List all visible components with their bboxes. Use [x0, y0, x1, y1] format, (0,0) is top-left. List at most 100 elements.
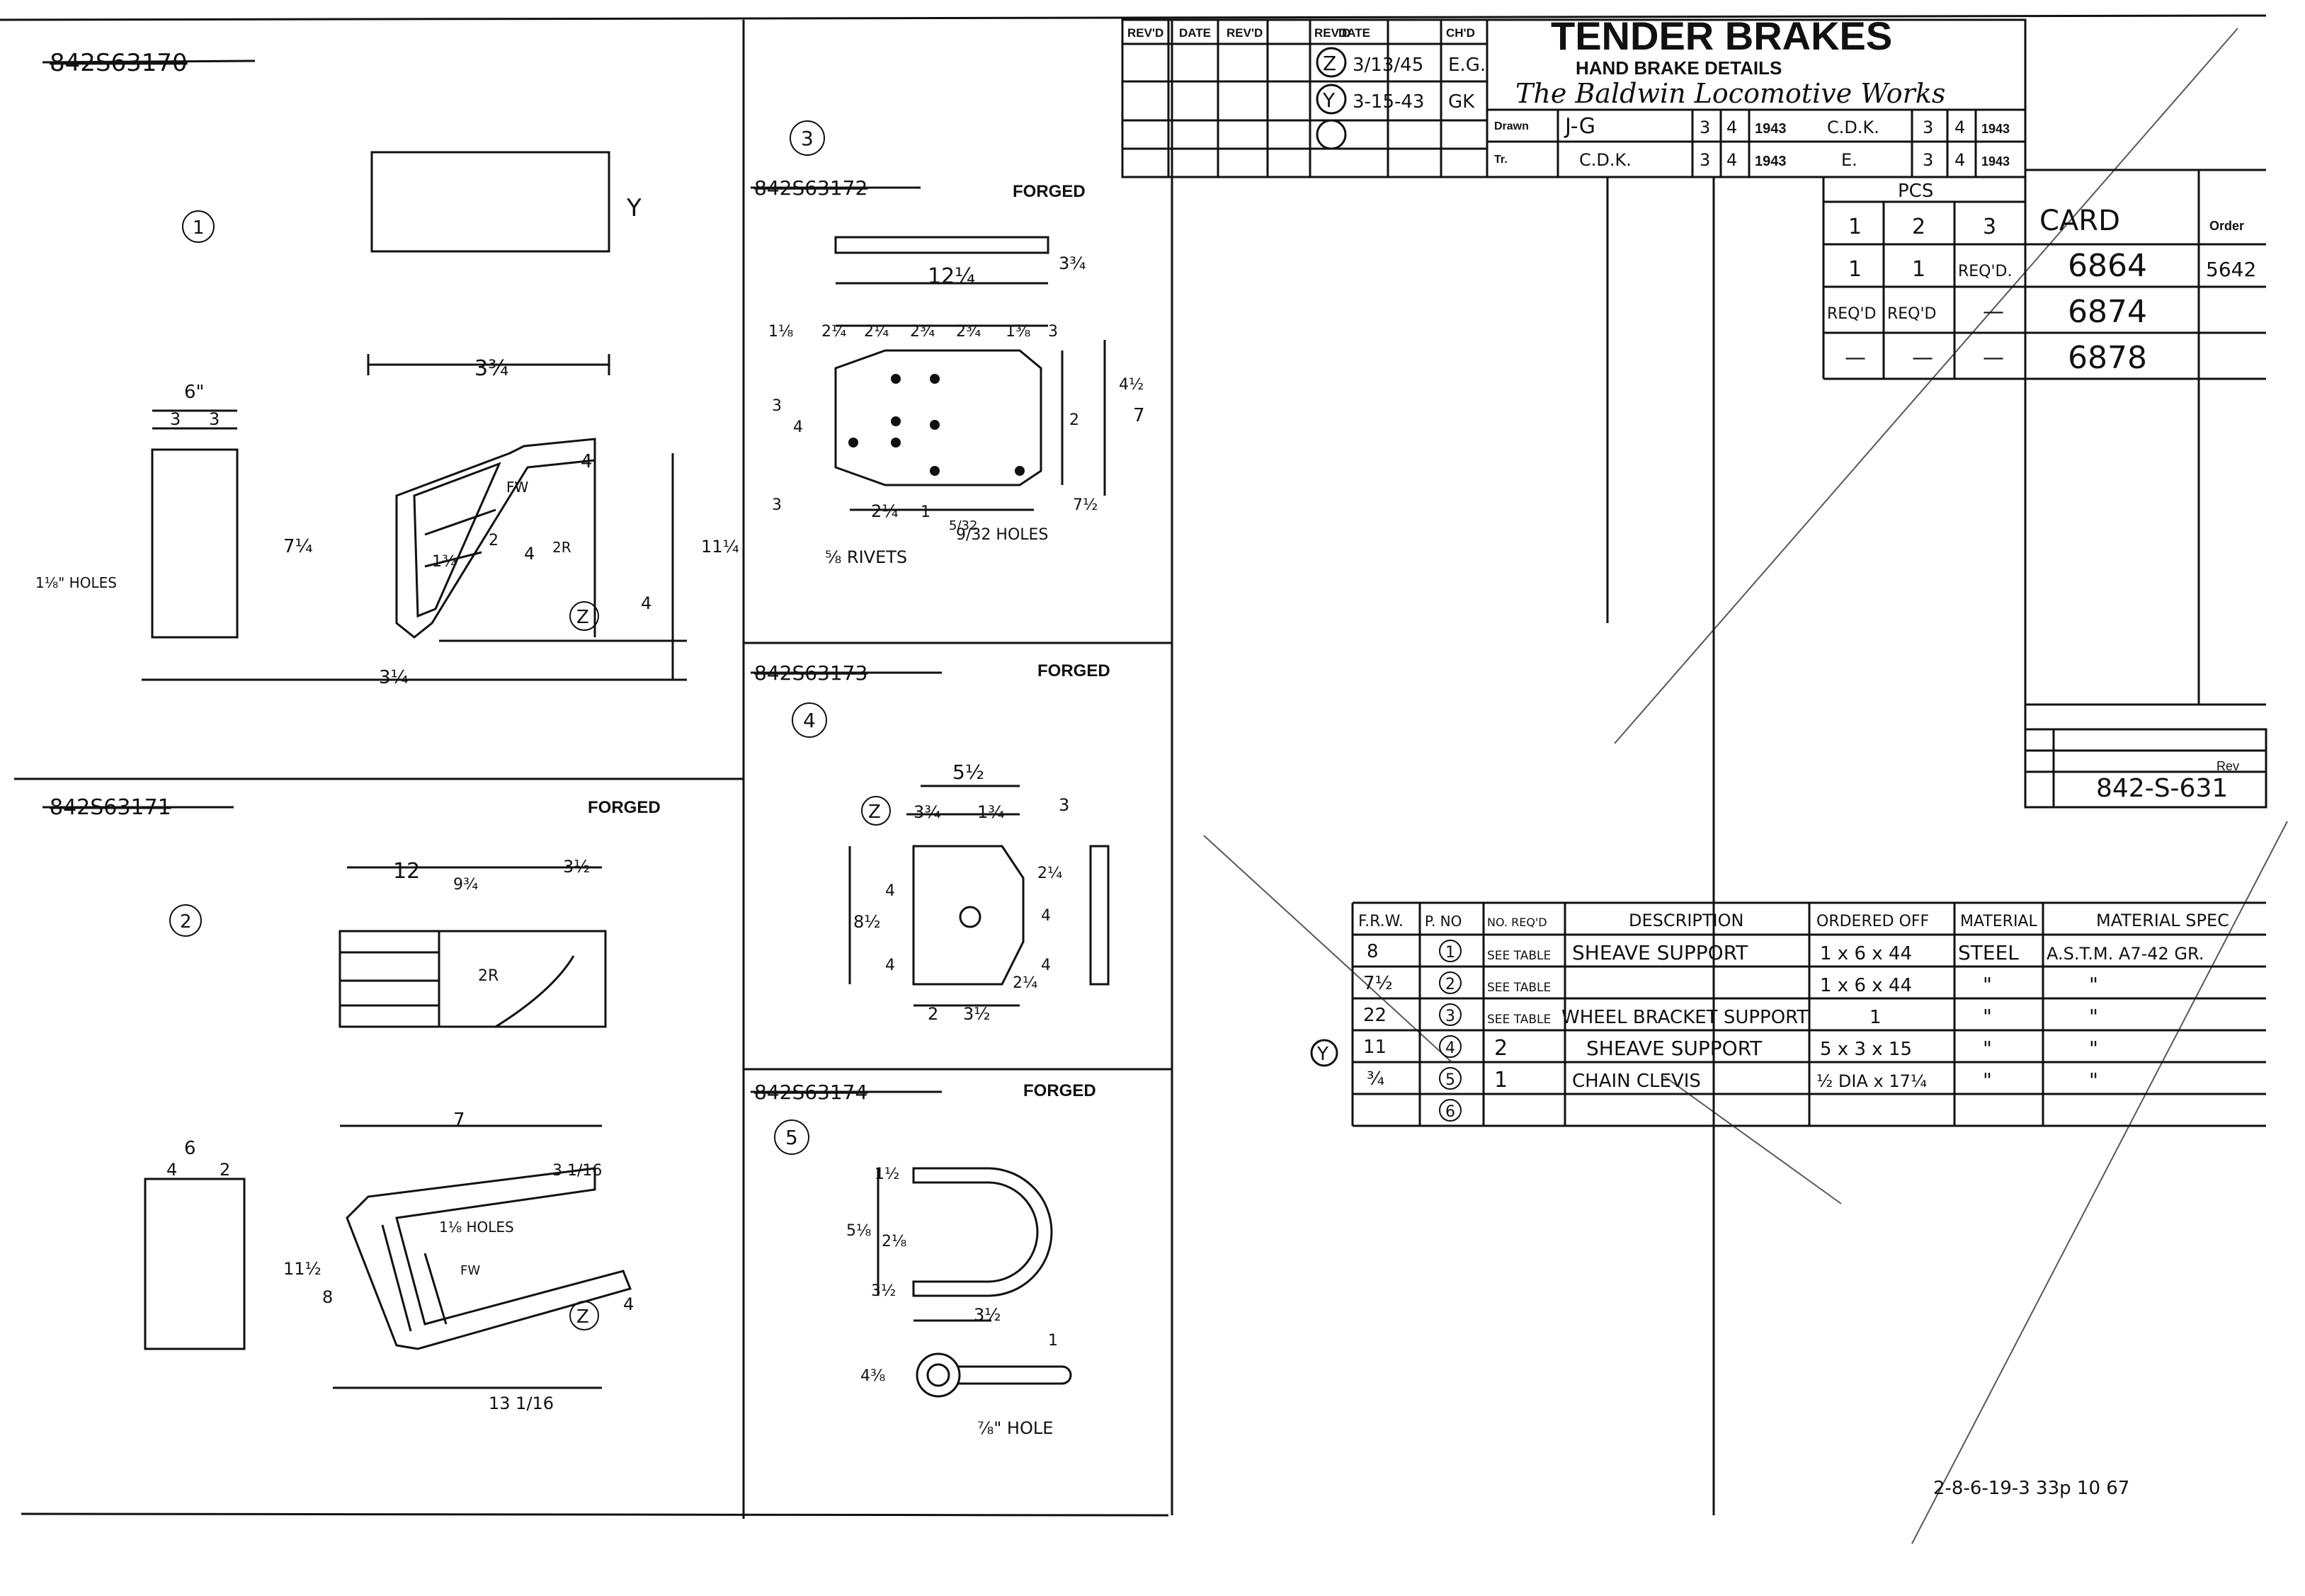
- drawing-subtitle: HAND BRAKE DETAILS: [1576, 57, 1782, 79]
- parts-header-frw: F.R.W.: [1358, 913, 1404, 930]
- part-row-3-req: SEE TABLE: [1487, 1013, 1551, 1027]
- part-row-2-req: SEE TABLE: [1487, 981, 1551, 995]
- drawn-month: 3: [1700, 118, 1710, 137]
- part-2-circle-number: 2: [180, 911, 192, 933]
- pcs-r2-c2: REQ'D: [1887, 305, 1937, 323]
- part-2-rev-circle: [569, 1301, 599, 1330]
- part-row-3-frw: 22: [1363, 1005, 1387, 1026]
- part-1-dim-6: 7¼: [283, 536, 313, 557]
- part-row-5-material: ": [1983, 1068, 1992, 1092]
- part-1-dim-2: 3: [170, 409, 181, 429]
- drawn-label: Drawn: [1494, 120, 1529, 132]
- part-row-5-desc: CHAIN CLEVIS: [1572, 1071, 1701, 1092]
- part-row-4-material: ": [1983, 1037, 1992, 1060]
- drawing-title: TENDER BRAKES: [1551, 13, 1892, 58]
- part-3-dim-20: 1: [921, 503, 930, 521]
- part-2-dim-10: 11½: [283, 1259, 321, 1279]
- part-row-4-desc: SHEAVE SUPPORT: [1586, 1037, 1763, 1060]
- part-4-dim-7: 4: [885, 957, 895, 974]
- pcs-r2-c3: —: [1983, 300, 2004, 324]
- part-5-view: 842S63174 FORGED 5 1½ 5⅛ 2⅛ 3½ 3½ 4⅜ 1 ⅞…: [751, 1081, 1096, 1438]
- traced-day: 4: [1726, 150, 1737, 170]
- part-2-dim-15: 4: [623, 1294, 634, 1314]
- part-3-dim-2: 3¾: [1059, 253, 1086, 273]
- part-row-2-spec: ": [2089, 973, 2098, 996]
- rev-header-6: CH'D: [1446, 26, 1475, 40]
- part-2-end-view: [144, 1178, 246, 1350]
- part-1-circle-number: 1: [193, 217, 205, 239]
- rev-z-letter: Z: [1323, 52, 1336, 75]
- part-2-dim-4: 2R: [478, 967, 499, 985]
- part-row-4-ordered: 5 x 3 x 15: [1820, 1039, 1912, 1060]
- part-3-dim-17: 3: [772, 496, 782, 514]
- part-5-dim-2: 5⅛: [846, 1222, 871, 1240]
- rev-header-5: DATE: [1338, 26, 1370, 40]
- part-1-dim-11: 2: [489, 532, 499, 549]
- rev-z-circle: [1316, 47, 1347, 78]
- part-2-top-view: [338, 930, 607, 1028]
- part-1-dim-15: 11¼: [701, 537, 739, 557]
- part-3-dim-5: 2¼: [864, 323, 889, 341]
- part-2-dim-2: 3½: [563, 857, 591, 877]
- rev-empty-circle: [1316, 119, 1347, 150]
- part-4-circle: [792, 702, 827, 738]
- part-2-dim-11: 1⅛ HOLES: [439, 1219, 514, 1236]
- part-5-circle-number: 5: [785, 1126, 798, 1149]
- parts-header-req: NO. REQ'D: [1487, 916, 1547, 929]
- part-row-5-pno: 5: [1445, 1071, 1455, 1089]
- part-2-dim-14: 8: [322, 1287, 333, 1307]
- part-5-u-bolt: [912, 1167, 1053, 1297]
- part-3-dim-12: 4: [793, 418, 803, 436]
- rev-header-3: REV'D: [1227, 26, 1263, 40]
- part-2-dim-8: 7: [453, 1110, 465, 1131]
- pcs-r3-c1: —: [1845, 346, 1866, 370]
- part-row-1-req: SEE TABLE: [1487, 949, 1551, 963]
- pcs-r3-c3: —: [1983, 346, 2004, 370]
- part-5-dim-3: 2⅛: [882, 1233, 906, 1250]
- part-row-1-ordered: 1 x 6 x 44: [1820, 943, 1912, 964]
- part-row-3-ordered: 1: [1869, 1007, 1882, 1028]
- part-3-dim-16: 2¼: [871, 501, 899, 521]
- drawn-day: 4: [1726, 118, 1737, 137]
- part-row-5-pno-circle: [1439, 1067, 1462, 1090]
- part-5-eye: [916, 1352, 961, 1398]
- parts-header-desc: DESCRIPTION: [1629, 911, 1743, 930]
- part-2-dim-1: 12: [393, 859, 420, 884]
- sheet-frame: [0, 14, 2267, 1519]
- part-3-holes: [848, 374, 1025, 476]
- part-3-dim-3: 1⅛: [768, 323, 793, 341]
- order-header: Order: [2209, 219, 2244, 233]
- part-1-end-view: [151, 448, 239, 639]
- checked-year: 1943: [1981, 122, 2010, 136]
- part-4-edge-view: [1089, 845, 1110, 986]
- part-3-dim-6: 2¾: [910, 323, 935, 341]
- pcs-r2-c1: REQ'D: [1827, 305, 1877, 323]
- part-4-rev-circle-letter: Z: [868, 802, 881, 823]
- pcs-card-table: PCS 1 2 3 CARD Order 1 1 REQ'D. 6864 564…: [1822, 169, 2266, 804]
- part-4-dim-8: 2¼: [1037, 865, 1062, 882]
- part-3-dim-19: 9/32 HOLES: [956, 526, 1048, 544]
- rev-z-date: 3/13/45: [1353, 55, 1423, 76]
- rev-z-by: E.G.: [1448, 55, 1486, 76]
- part-4-dim-9: 4: [1041, 907, 1051, 925]
- drawing-number: 842-S-631: [2096, 774, 2228, 803]
- part-3-dim-8: 1⅜: [1006, 323, 1030, 341]
- traced-checked-by: E.: [1841, 150, 1857, 170]
- rev-header-4: REV'D: [1314, 26, 1350, 40]
- part-3-view: 3 842S63172 FORGED 12¼ 3¾ 1⅛ 2¼ 2¼ 2¾: [751, 120, 1145, 567]
- part-3-circle-number: 3: [801, 127, 814, 150]
- parts-rev-circle: [1310, 1039, 1338, 1067]
- part-2-dim-6: 4: [166, 1160, 177, 1180]
- part-row-1-pno: 1: [1445, 944, 1455, 962]
- part-4-view: 842S63173 FORGED 4 Z 5½ 3¾ 1¾ 3 8½ 4 4 2…: [751, 661, 1110, 1024]
- part-1-top-view: [370, 151, 610, 253]
- part-5-hole: ⅞" HOLE: [977, 1418, 1053, 1438]
- traced-label: Tr.: [1494, 154, 1508, 166]
- part-row-5-frw: ¾: [1367, 1068, 1384, 1090]
- part-row-4-pno-circle: [1439, 1035, 1462, 1058]
- part-3-dim-7: 2¾: [956, 323, 981, 341]
- part-row-6-pno: 6: [1445, 1103, 1455, 1121]
- part-5-dim-7: 1: [1048, 1332, 1058, 1350]
- part-2-dim-12: FW: [460, 1263, 480, 1278]
